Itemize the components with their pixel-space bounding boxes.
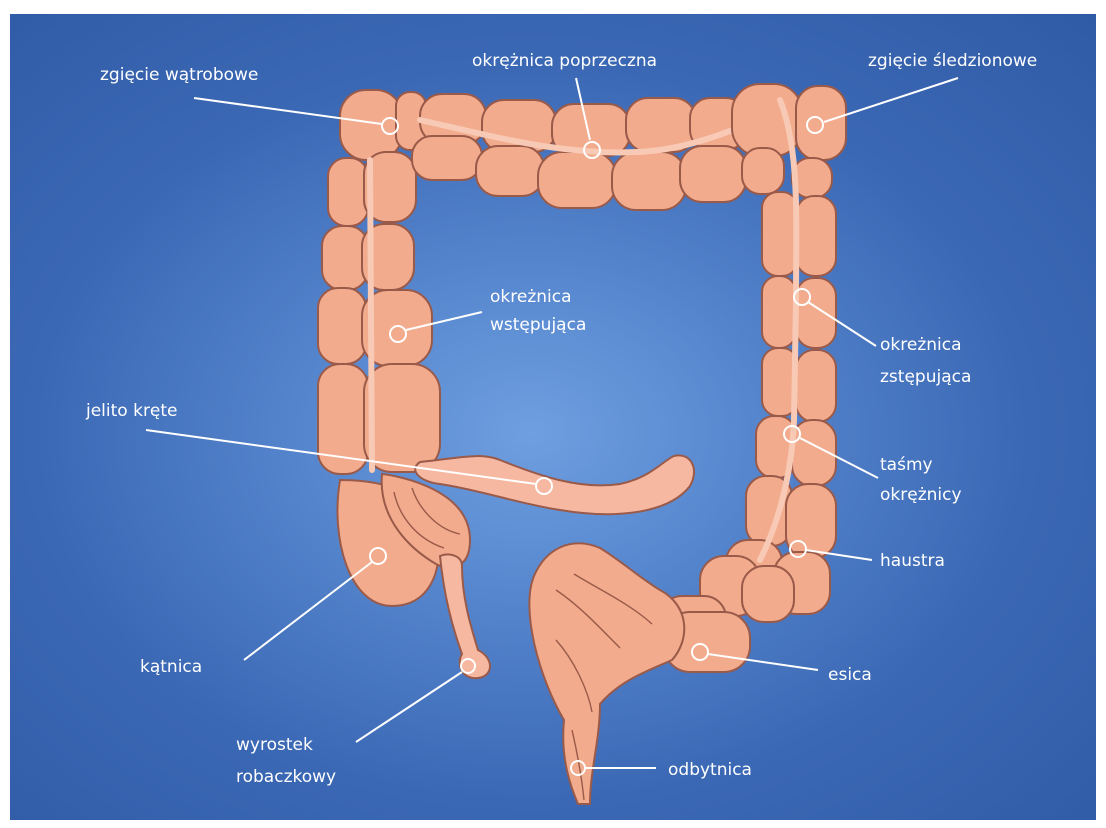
label-haustra: haustra xyxy=(880,551,945,571)
sigmoid-colon-shape xyxy=(529,543,794,804)
label-ascending-colon-line1: okreżnica xyxy=(490,287,572,307)
colon-anatomy xyxy=(318,84,846,804)
label-ileum: jelito kręte xyxy=(85,401,178,421)
label-appendix-line1: wyrostek xyxy=(236,735,313,755)
descending-colon-shape xyxy=(726,84,846,614)
transverse-colon-shape xyxy=(412,94,760,210)
label-descending-colon-line2: zstępująca xyxy=(880,367,971,387)
label-appendix-line2: robaczkowy xyxy=(236,767,336,787)
leader-cecum xyxy=(244,562,372,660)
leader-appendix xyxy=(356,672,462,742)
label-taenia-line2: okrężnicy xyxy=(880,485,962,505)
label-taenia-line1: taśmy xyxy=(880,455,933,475)
label-cecum: kątnica xyxy=(140,657,202,677)
label-transverse-colon: okrężnica poprzeczna xyxy=(472,51,657,71)
label-hepatic-flexure: zgięcie wątrobowe xyxy=(100,65,258,85)
label-rectum: odbytnica xyxy=(668,760,752,780)
label-descending-colon-line1: okreżnica xyxy=(880,335,962,355)
label-splenic-flexure: zgięcie śledzionowe xyxy=(868,51,1037,71)
label-ascending-colon-line2: wstępująca xyxy=(490,315,586,335)
label-sigmoid: esica xyxy=(828,665,872,685)
